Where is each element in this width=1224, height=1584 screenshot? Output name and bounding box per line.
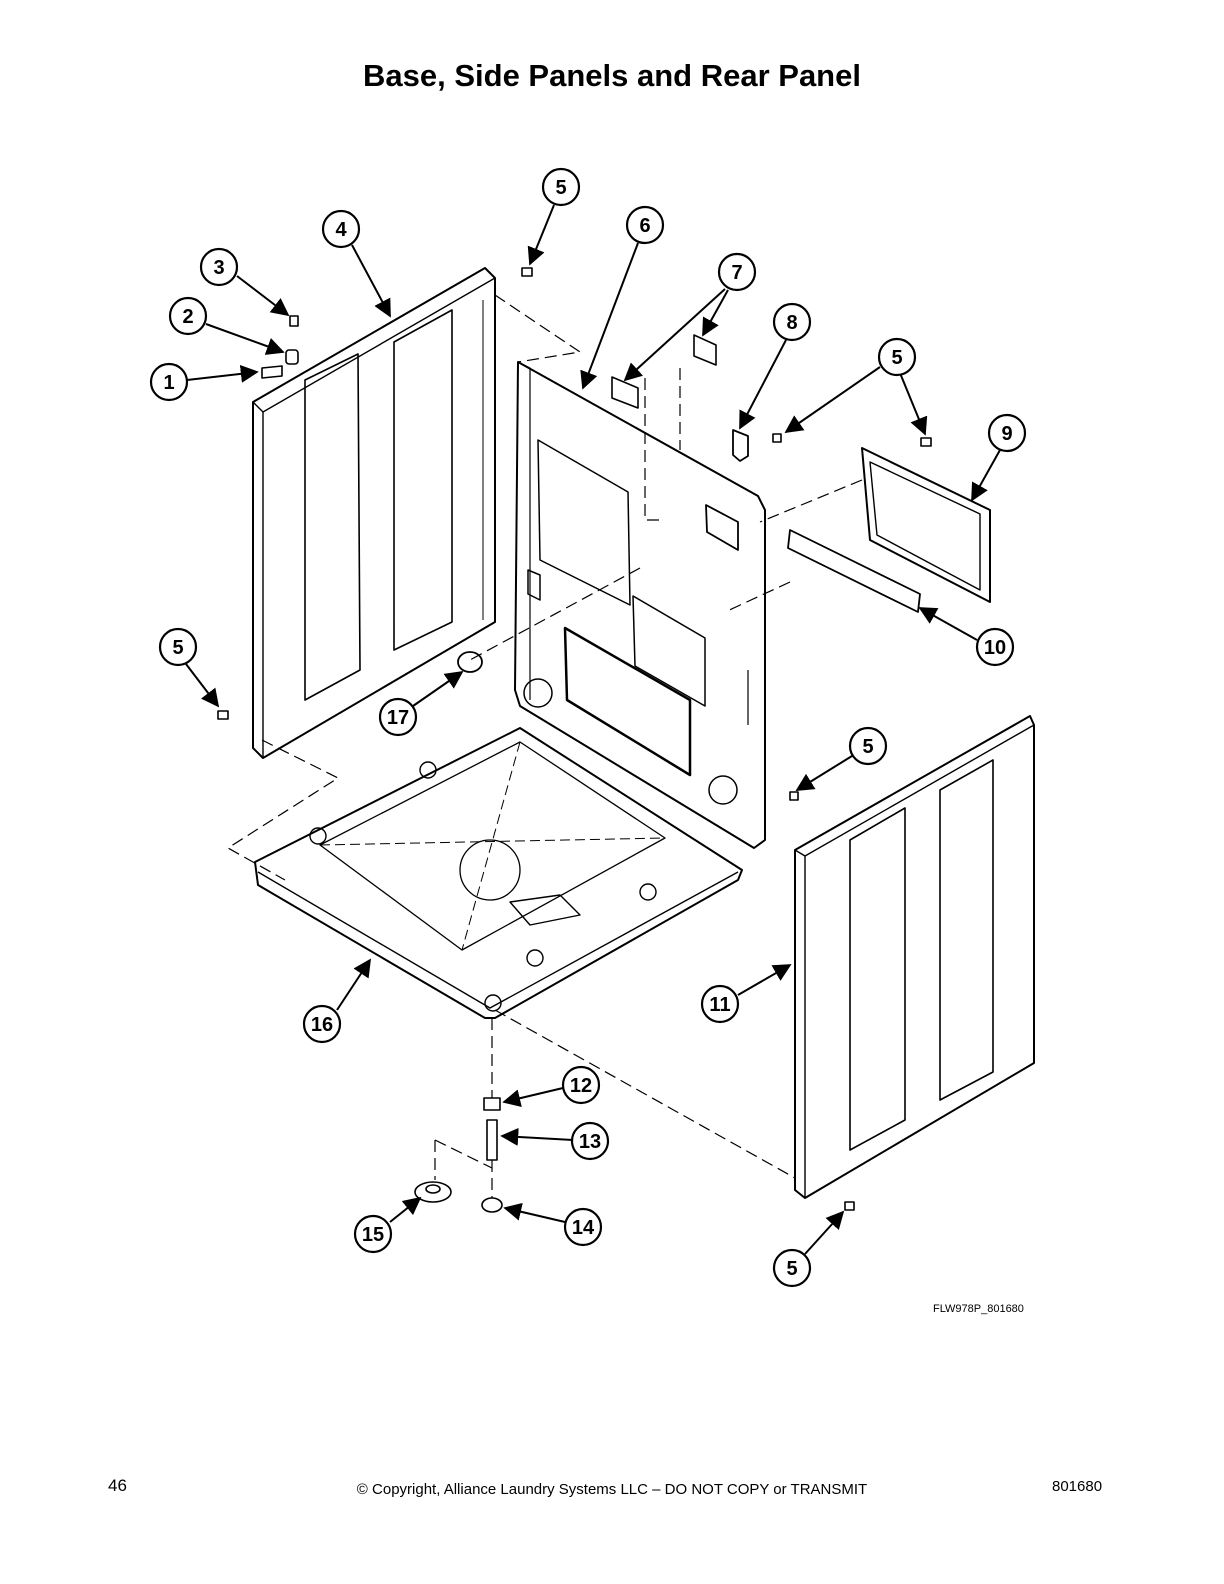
page-number: 46 [108, 1476, 127, 1495]
callout-number: 5 [786, 1258, 797, 1280]
access-cover [861, 447, 991, 603]
callout-circle [378, 697, 418, 737]
rear-panel [514, 361, 766, 849]
callout-5: 5 [877, 337, 917, 377]
callout-circle [561, 1065, 601, 1105]
callout-circle [168, 296, 208, 336]
callout-circle [772, 302, 812, 342]
callout-7: 7 [717, 252, 757, 292]
callout-circle [625, 205, 665, 245]
callout-15: 15 [353, 1214, 393, 1254]
callout-circle [302, 1004, 342, 1044]
callout-circle [848, 726, 888, 766]
callout-3: 3 [199, 247, 239, 287]
callout-16: 16 [302, 1004, 342, 1044]
callout-5: 5 [541, 167, 581, 207]
callout-circle [975, 627, 1015, 667]
callout-17: 17 [378, 697, 418, 737]
callout-number: 5 [555, 177, 566, 199]
callout-circle [717, 252, 757, 292]
plug [457, 651, 483, 673]
right-side-panel [794, 715, 1035, 1199]
callout-number: 4 [335, 219, 347, 241]
callout-5: 5 [772, 1248, 812, 1288]
callout-11: 11 [700, 984, 740, 1024]
label-plate-a [611, 376, 639, 409]
callout-number: 7 [731, 262, 742, 284]
callout-number: 14 [572, 1217, 595, 1239]
callout-circle [700, 984, 740, 1024]
callout-number: 5 [891, 347, 902, 369]
callout-number: 17 [387, 707, 409, 729]
callout-6: 6 [625, 205, 665, 245]
callout-13: 13 [570, 1121, 610, 1161]
document-number: 801680 [1052, 1478, 1103, 1495]
callout-circle [353, 1214, 393, 1254]
screws [217, 267, 932, 1211]
diagram-code: FLW978P_801680 [933, 1303, 1024, 1315]
plug-button [261, 365, 283, 379]
callout-circle [563, 1207, 603, 1247]
callout-circle [199, 247, 239, 287]
copyright-notice: © Copyright, Alliance Laundry Systems LL… [356, 1481, 868, 1498]
callout-circle [877, 337, 917, 377]
callout-9: 9 [987, 413, 1027, 453]
callout-number: 12 [570, 1075, 592, 1097]
callout-number: 8 [786, 312, 797, 334]
callout-8: 8 [772, 302, 812, 342]
callout-2: 2 [168, 296, 208, 336]
callout-circle [772, 1248, 812, 1288]
callout-circle [987, 413, 1027, 453]
callout-5: 5 [848, 726, 888, 766]
callout-number: 11 [709, 994, 730, 1016]
callout-5: 5 [158, 627, 198, 667]
callout-number: 13 [579, 1131, 601, 1153]
callout-number: 15 [362, 1224, 384, 1246]
callout-12: 12 [561, 1065, 601, 1105]
spacer [285, 349, 299, 365]
callout-10: 10 [975, 627, 1015, 667]
left-side-panel [252, 267, 496, 759]
callout-number: 6 [639, 215, 650, 237]
callout-number: 5 [172, 637, 183, 659]
assembly-lines [226, 294, 863, 1198]
callout-number: 9 [1001, 423, 1012, 445]
base-frame [254, 727, 743, 1019]
leveling-hardware [414, 1097, 503, 1213]
callout-14: 14 [563, 1207, 603, 1247]
callout-circle [541, 167, 581, 207]
callout-circle [321, 209, 361, 249]
clip [732, 429, 749, 462]
page-title: Base, Side Panels and Rear Panel [363, 58, 861, 93]
callout-circle [149, 362, 189, 402]
leader-lines [185, 204, 1001, 1255]
callout-circle [158, 627, 198, 667]
label-plate-b [693, 334, 717, 366]
gasket-strip [787, 529, 921, 613]
callout-number: 16 [311, 1014, 333, 1036]
callout-number: 5 [862, 736, 873, 758]
callout-4: 4 [321, 209, 361, 249]
callout-number: 3 [213, 257, 224, 279]
callout-number: 2 [182, 306, 193, 328]
callout-circle [570, 1121, 610, 1161]
callout-number: 1 [163, 372, 174, 394]
callout-1: 1 [149, 362, 189, 402]
callout-number: 10 [984, 637, 1006, 659]
